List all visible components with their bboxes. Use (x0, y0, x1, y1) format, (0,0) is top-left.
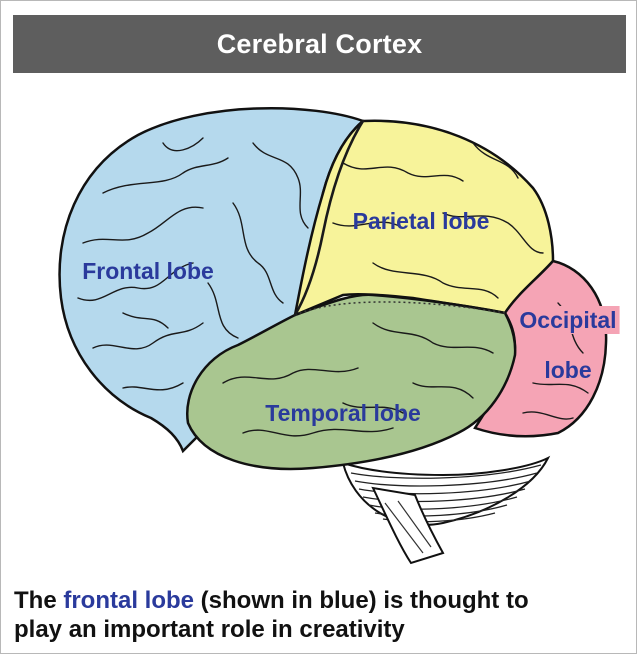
cerebellum (343, 458, 548, 563)
brain-illustration: Frontal lobe Parietal lobe Occipital lob… (13, 83, 626, 583)
parietal-lobe-label: Parietal lobe (353, 208, 490, 234)
caption-line2: play an important role in creativity (14, 616, 405, 643)
caption-suffix: (shown in blue) is thought to (194, 587, 529, 614)
brain-diagram: Frontal lobe Parietal lobe Occipital lob… (13, 83, 626, 583)
caption-highlight: frontal lobe (63, 587, 194, 614)
occipital-lobe-label-line1: Occipital (519, 307, 616, 333)
title-bar: Cerebral Cortex (13, 15, 626, 73)
occipital-lobe-label-line2: lobe (544, 357, 591, 383)
caption-prefix: The (14, 587, 63, 614)
caption: The frontal lobe (shown in blue) is thou… (14, 586, 626, 644)
frontal-lobe-label: Frontal lobe (82, 258, 214, 284)
temporal-lobe-label: Temporal lobe (265, 400, 421, 426)
figure-title: Cerebral Cortex (217, 29, 423, 60)
